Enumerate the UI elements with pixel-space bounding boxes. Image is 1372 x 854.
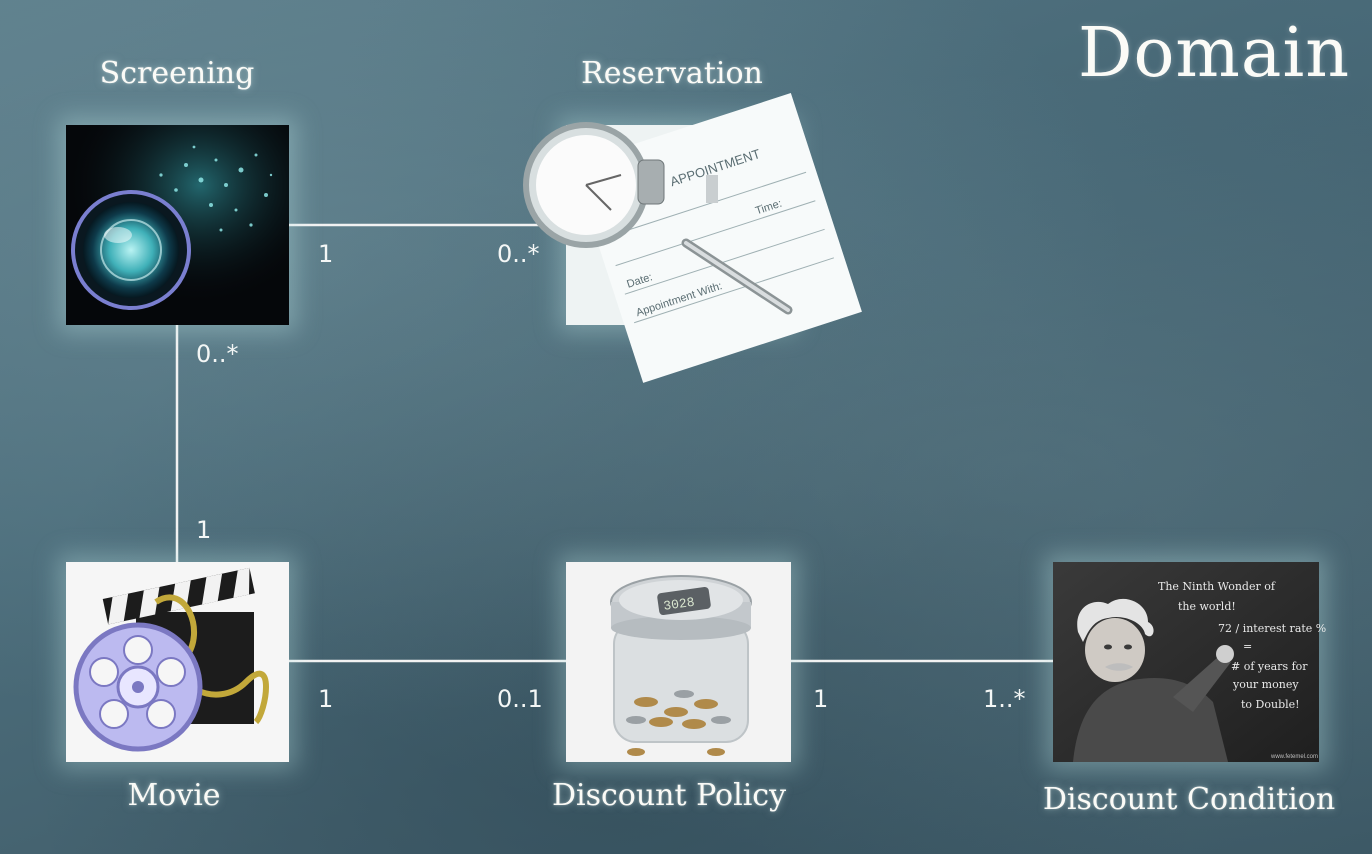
entity-label-movie: Movie: [127, 778, 221, 813]
chalk-line-1: The Ninth Wonder of: [1158, 580, 1276, 593]
entity-label-discount-condition: Discount Condition: [1042, 782, 1336, 817]
appointment-form-watch-pen-image: APPOINTMENT Time: Date: Appointment With…: [523, 93, 862, 383]
chalk-line-4: =: [1243, 640, 1252, 653]
multiplicity-movie-policy-near: 1: [318, 685, 334, 713]
multiplicity-movie-policy-far: 0..1: [497, 685, 543, 713]
entity-label-discount-policy: Discount Policy: [551, 778, 787, 813]
image-watermark: www.fetemel.com: [1270, 754, 1318, 760]
chalk-line-6: your money: [1232, 678, 1299, 691]
multiplicity-screening-reservation-near: 1: [318, 240, 334, 268]
multiplicity-screening-movie-far: 1: [196, 516, 212, 544]
chalk-line-7: to Double!: [1241, 698, 1300, 711]
coin-jar-counter-image: 3028: [566, 562, 791, 762]
einstein-chalkboard-image: The Ninth Wonder of the world! 72 / inte…: [1053, 562, 1326, 762]
page-title: Domain: [1077, 14, 1350, 93]
multiplicity-policy-condition-far: 1..*: [983, 685, 1026, 713]
multiplicity-screening-movie-near: 0..*: [196, 340, 239, 368]
entity-label-reservation: Reservation: [581, 56, 763, 91]
film-lens-bokeh-image: [66, 125, 289, 325]
chalk-line-5: # of years for: [1231, 660, 1308, 673]
clapperboard-film-reel-image: [66, 562, 289, 762]
multiplicity-screening-reservation-far: 0..*: [497, 240, 540, 268]
entity-label-screening: Screening: [99, 56, 255, 91]
chalk-line-3: 72 / interest rate %: [1218, 622, 1326, 635]
chalk-line-2: the world!: [1178, 600, 1236, 613]
jar-counter-display: 3028: [663, 595, 696, 614]
multiplicity-policy-condition-near: 1: [813, 685, 829, 713]
